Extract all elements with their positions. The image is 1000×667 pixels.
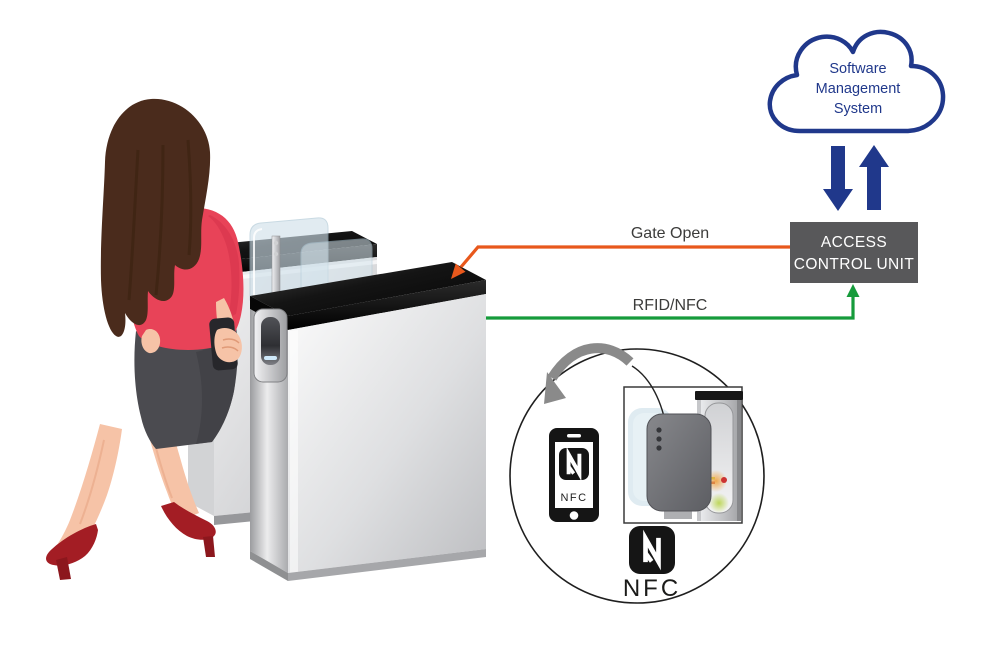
nfc-logo-label: NFC xyxy=(623,575,681,602)
reader-window xyxy=(261,317,280,365)
woman-hair xyxy=(100,98,211,337)
acu-line-1: ACCESS xyxy=(821,234,887,251)
curved-arrow-icon xyxy=(544,343,634,404)
gate-open-label: Gate Open xyxy=(631,225,709,242)
woman-left-shoe xyxy=(46,524,98,566)
front-cabinet-face xyxy=(288,294,486,573)
acu-line-2: CONTROL UNIT xyxy=(794,256,915,273)
front-gate-cabinet xyxy=(250,262,486,581)
sync-down-arrow-icon xyxy=(823,146,853,211)
reader-led xyxy=(264,356,277,360)
rfid-nfc-label: RFID/NFC xyxy=(633,297,708,314)
gray-phone xyxy=(646,413,712,512)
sync-arrows xyxy=(823,145,889,211)
cloud-line-1: Software xyxy=(829,61,886,77)
access-control-unit-box: ACCESS CONTROL UNIT xyxy=(790,222,918,283)
nfc-logo-icon: NFC xyxy=(623,526,681,602)
rfid-nfc-connector: RFID/NFC xyxy=(486,284,860,320)
gate-open-arrowhead xyxy=(451,263,466,279)
woman-illustration xyxy=(46,98,244,580)
sync-up-arrow-icon xyxy=(859,145,889,210)
cloud-line-3: System xyxy=(834,101,882,117)
nfc-phone-icon: NFC xyxy=(549,428,599,522)
gate-open-connector: Gate Open xyxy=(451,225,790,279)
woman-hand xyxy=(214,328,242,363)
woman-right-leg xyxy=(147,427,199,521)
tap-photo-frame xyxy=(623,365,743,524)
cloud-line-2: Management xyxy=(816,81,901,97)
card-reader xyxy=(253,308,288,383)
rfid-nfc-arrowhead xyxy=(846,284,860,297)
cloud-icon xyxy=(767,29,946,134)
woman-left-leg xyxy=(57,424,122,553)
nfc-phone-label: NFC xyxy=(560,492,587,504)
woman-right-shoe xyxy=(161,502,216,540)
flap-hinge-post xyxy=(271,235,281,301)
front-cabinet-top xyxy=(250,262,486,316)
nfc-detail-circle: NFC NFC xyxy=(509,343,765,604)
software-management-cloud: Software Management System xyxy=(767,29,946,134)
